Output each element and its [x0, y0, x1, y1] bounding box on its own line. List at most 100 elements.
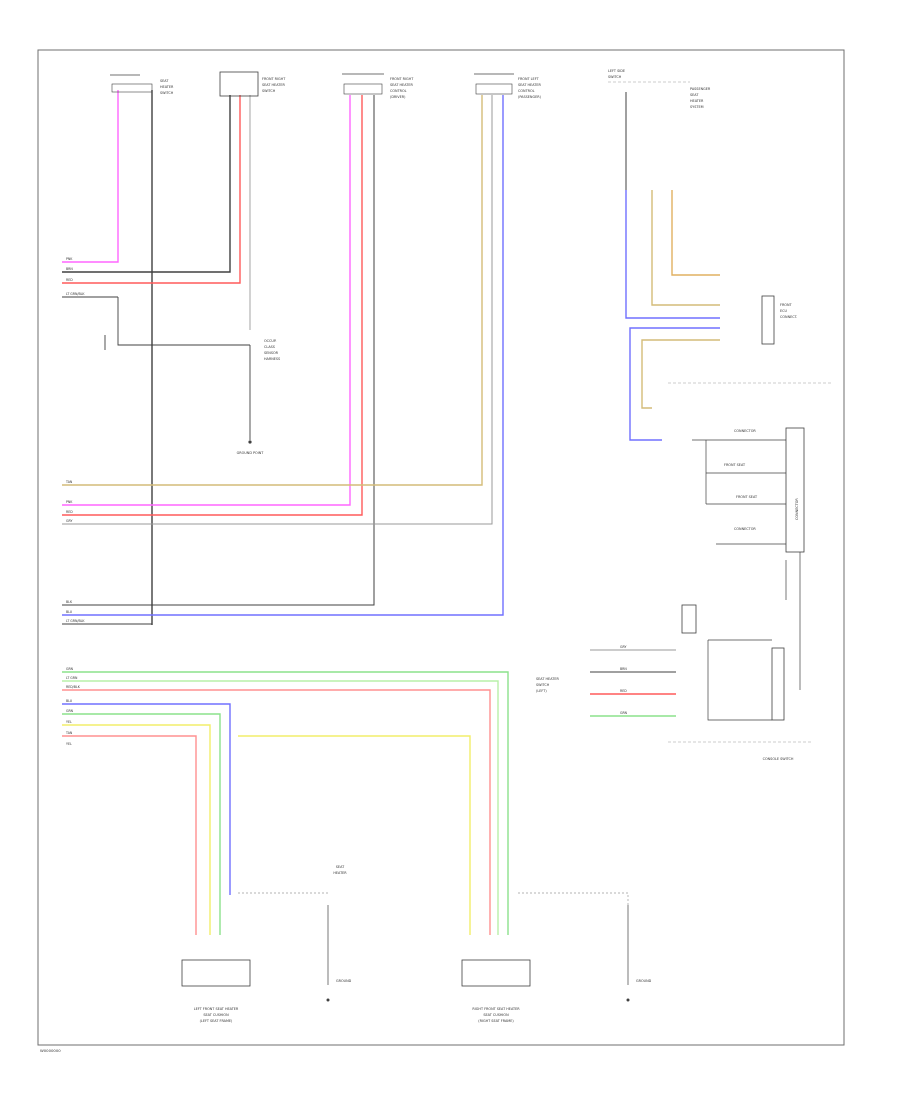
wire-blue-1 — [62, 95, 504, 616]
bottom-wires — [62, 671, 629, 935]
wire-blue-2 — [62, 703, 231, 895]
diagram-frame — [37, 49, 845, 1046]
lr-wire-1: GRY — [620, 645, 626, 649]
mid-label-4: HARNESS — [264, 357, 280, 361]
c6-label-3: HEATER — [690, 99, 704, 103]
wire-green-1 — [62, 671, 509, 935]
g3-label-1: PNK — [66, 500, 73, 504]
wire-brown-1 — [62, 95, 231, 273]
b3-label-1: RIGHT FRONT SEAT HEATER — [472, 1007, 520, 1011]
c6-label-2: SEAT — [690, 93, 699, 97]
wire-green-3 — [62, 713, 221, 935]
g5-label-7: TAN — [65, 731, 73, 735]
mid-label-3: SENSOR — [264, 351, 279, 355]
wire-orange-r1 — [671, 190, 720, 276]
top-mid-wires — [62, 95, 504, 625]
g5-label-8: YEL — [66, 742, 72, 746]
c3-label-3: CONTROL — [390, 89, 407, 93]
wire-splice-1 — [117, 297, 250, 346]
wire-black-2 — [62, 95, 375, 606]
ecu-row-3: FRONT SEAT — [736, 495, 758, 499]
bottom-mid-label: SEAT HEATER — [333, 865, 347, 875]
right-connector-label-3: CONNECT. — [780, 315, 798, 319]
b1-label-3: (LEFT SEAT FRAME) — [200, 1019, 233, 1023]
c2-label-3: SWITCH — [262, 89, 276, 93]
b3-label-3: (RIGHT SEAT FRAME) — [478, 1019, 514, 1023]
wire-red-1 — [62, 95, 241, 284]
g4-label-1: BLK — [66, 600, 73, 604]
c1-label-3: SWITCH — [160, 91, 174, 95]
bottom-component-b4: GROUND — [626, 905, 652, 1002]
top-component-c3: FRONT RIGHT SEAT HEATER CONTROL (DRIVER) — [342, 73, 414, 99]
ecu-side-label: CONNECTOR — [795, 498, 799, 520]
left-labels: PNK BRN RED LT GRN/BLK TAN PNK RED GRY B… — [65, 257, 85, 746]
top-left-wires — [62, 90, 251, 625]
wire-dashed-2 — [518, 892, 629, 905]
c1-label-2: HEATER — [160, 85, 174, 89]
ecu-row-2: FRONT SEAT — [724, 463, 746, 467]
b1-label-1: LEFT FRONT SEAT HEATER — [194, 1007, 239, 1011]
mid-label-1: OCCUP. — [264, 339, 276, 343]
g3-label-2: RED — [66, 510, 73, 514]
c2-label-2: SEAT HEATER — [262, 83, 285, 87]
wire-gray-2 — [62, 95, 493, 525]
g5-label-1: GRN — [66, 667, 74, 671]
right-connector-label-2: ECU — [780, 309, 788, 313]
top-component-c6: PASSENGER SEAT HEATER SYSTEM — [690, 87, 711, 109]
right-wires — [625, 92, 720, 441]
bottom-mid-label-2: HEATER — [333, 871, 347, 875]
top-component-c4: FRONT LEFT SEAT HEATER CONTROL (PASSENGE… — [474, 73, 542, 99]
g2-label-1: TAN — [65, 480, 73, 484]
b3-label-2: SEAT CUSHION — [483, 1013, 509, 1017]
wire-blue-r2 — [629, 327, 720, 441]
g1-label-2: BRN — [66, 267, 73, 271]
wire-tan-1 — [62, 95, 483, 486]
bottom-component-b3: RIGHT FRONT SEAT HEATER SEAT CUSHION (RI… — [461, 959, 531, 1023]
right-connector-label-1: FRONT — [780, 303, 793, 307]
wire-pink-2 — [62, 95, 351, 506]
c4-label-1: FRONT LEFT — [518, 77, 540, 81]
c4-label-2: SEAT HEATER — [518, 83, 541, 87]
g1-label-3: RED — [66, 278, 73, 282]
c3-label-2: SEAT HEATER — [390, 83, 413, 87]
top-component-c2: FRONT RIGHT SEAT HEATER SWITCH — [219, 71, 286, 97]
wire-red-3 — [62, 689, 491, 935]
c4-label-3: CONTROL — [518, 89, 535, 93]
bottom-component-b2: GROUND — [326, 905, 352, 1002]
wire-yellow-2 — [238, 735, 471, 935]
wire-green-2 — [62, 680, 499, 935]
c6-label-4: SYSTEM — [690, 105, 704, 109]
c5-label-1: LEFT SIDE — [608, 69, 625, 73]
top-component-c5: LEFT SIDE SWITCH — [608, 69, 690, 83]
right-ecu: CONNECTOR FRONT SEAT FRONT SEAT CONNECTO… — [692, 427, 805, 690]
footer-code: W0000000 — [40, 1048, 61, 1053]
console-switch: GRY BRN RED GRN SEAT HEATER SWITCH (LEFT… — [536, 604, 794, 761]
ground-mid-label: GROUND POINT — [237, 451, 265, 455]
wire-yellow-1 — [62, 724, 211, 935]
g4-label-3: LT GRN/BLK — [66, 619, 85, 623]
g3-label-3: GRY — [66, 519, 72, 523]
c1-label-1: SEAT — [160, 79, 169, 83]
g1-label-4: LT GRN/BLK — [66, 292, 85, 296]
mid-component: OCCUP. CLASS SENSOR HARNESS GROUND POINT — [237, 339, 281, 455]
lr-wire-3: RED — [620, 689, 627, 693]
wire-red-2 — [62, 95, 363, 516]
lr-wire-4: GRN — [620, 711, 628, 715]
c5-label-2: SWITCH — [608, 75, 622, 79]
lr-side-2: SWITCH — [536, 683, 550, 687]
c6-label-1: PASSENGER — [690, 87, 711, 91]
wire-blue-r1 — [625, 190, 720, 319]
b2-label: GROUND — [336, 979, 352, 983]
wire-tan-r2 — [641, 339, 720, 409]
g5-label-5: GRN — [66, 709, 74, 713]
b4-label: GROUND — [636, 979, 652, 983]
g5-label-3: RED/BLK — [66, 685, 81, 689]
g5-label-4: BLU — [66, 699, 73, 703]
lr-wire-2: BRN — [620, 667, 627, 671]
g5-label-2: LT GRN — [66, 676, 78, 680]
wire-pink-1 — [62, 90, 119, 263]
bottom-mid-label-1: SEAT — [336, 865, 345, 869]
g1-label-1: PNK — [66, 257, 73, 261]
